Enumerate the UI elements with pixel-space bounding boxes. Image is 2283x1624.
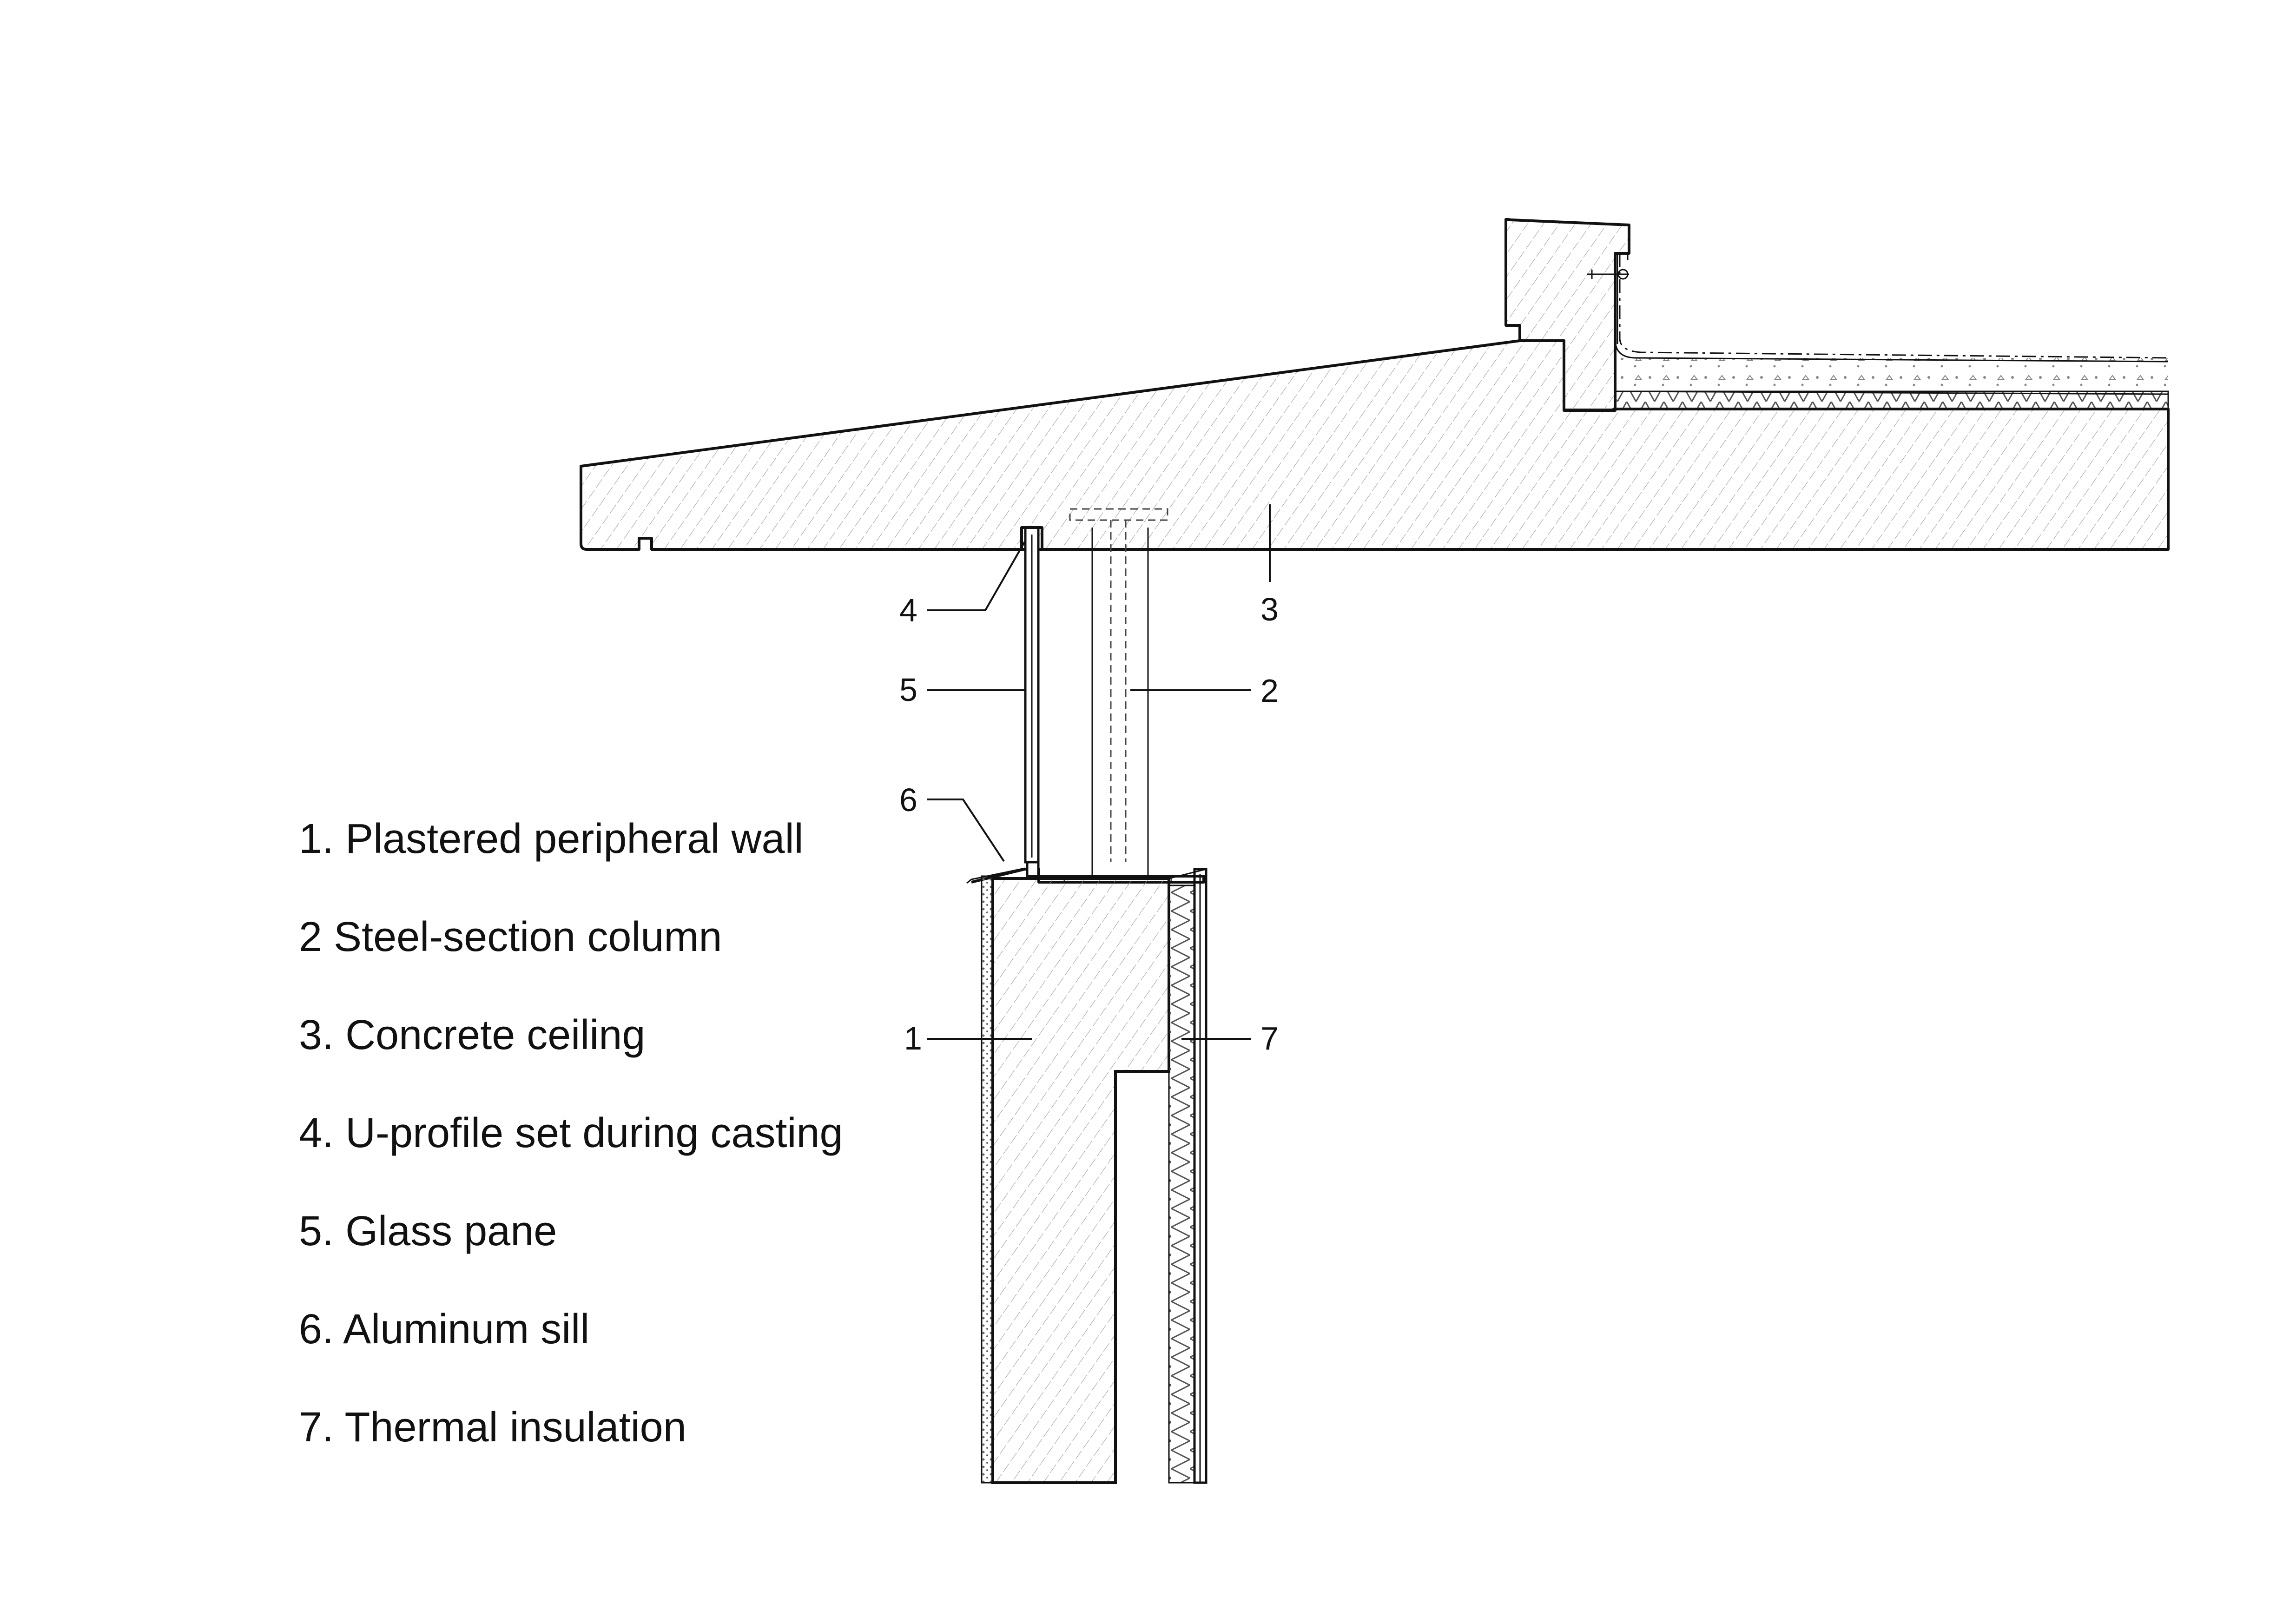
- callout-2: 2: [1260, 673, 1279, 709]
- legend-item-7: 7. Thermal insulation: [299, 1404, 686, 1451]
- legend-item-2: 2 Steel-section column: [299, 914, 722, 960]
- glass-pane: [1024, 526, 1040, 864]
- legend-item-4: 4. U-profile set during casting: [299, 1110, 843, 1156]
- callout-7: 7: [1260, 1020, 1279, 1056]
- callout-6: 6: [899, 782, 917, 818]
- callout-leaders: [927, 504, 1271, 1040]
- legend-item-1: 1. Plastered peripheral wall: [299, 816, 804, 862]
- u-profile: [1020, 526, 1043, 549]
- legend: 1. Plastered peripheral wall 2 Steel-sec…: [299, 790, 843, 1477]
- legend-item-5: 5. Glass pane: [299, 1208, 557, 1254]
- callout-3: 3: [1260, 591, 1279, 627]
- concrete-ceiling: [580, 218, 2170, 551]
- anchor-bolt: [1587, 269, 1629, 280]
- thermal-insulation: [1168, 868, 1207, 1484]
- plastered-peripheral-wall: [981, 875, 1170, 1484]
- callout-5: 5: [899, 672, 917, 708]
- callout-1: 1: [904, 1020, 922, 1056]
- legend-item-3: 3. Concrete ceiling: [299, 1012, 646, 1058]
- legend-item-6: 6. Aluminum sill: [299, 1306, 590, 1353]
- steel-section-column: [1063, 508, 1172, 884]
- roof-build-up: [1587, 253, 2169, 410]
- callout-4: 4: [899, 592, 917, 628]
